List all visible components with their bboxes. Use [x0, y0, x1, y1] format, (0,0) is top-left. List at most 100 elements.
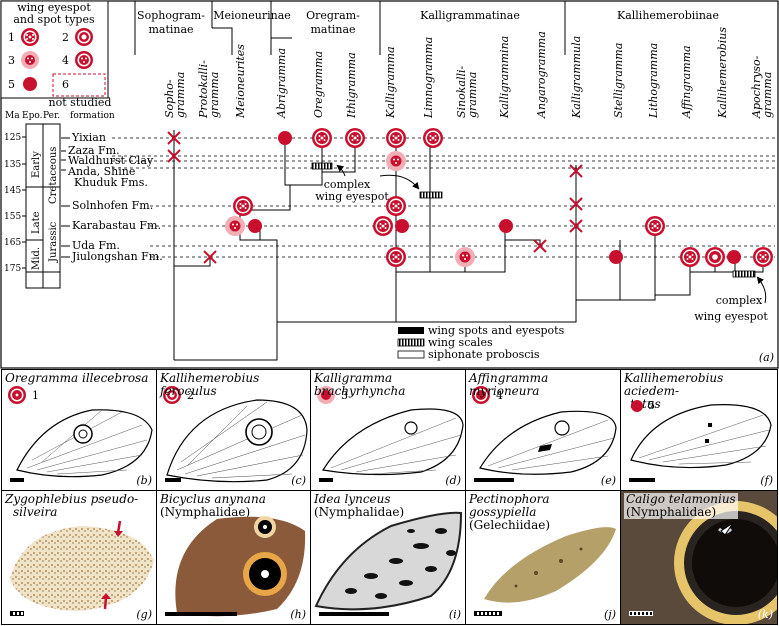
panel-e-type: 4	[496, 389, 503, 402]
scale-bar-e	[474, 478, 514, 482]
eyespot-type-4-icon	[75, 51, 93, 69]
eyespot-type-4-marker	[386, 247, 406, 267]
scale-bar-g	[10, 611, 24, 616]
eyespot-type-3-marker	[225, 216, 245, 236]
ma-ticks: 125 135 145 155 165 175	[4, 133, 21, 274]
wing-drawing-d	[322, 408, 464, 476]
panel-b-title: Oregramma illecebrosa	[5, 371, 149, 385]
formation-jiulongshan: Jiulongshan Fm.	[71, 250, 163, 263]
panel-k-title-family: (Nymphalidae)	[626, 505, 717, 519]
trait-legend: wing spots and eyespots wing scales siph…	[397, 324, 565, 361]
panel-f-type: 5	[648, 399, 655, 412]
genus-label: gramma	[466, 72, 479, 118]
panel-h-letter: (h)	[290, 608, 306, 621]
panel-g-letter: (g)	[136, 608, 152, 621]
time-axis-headers: Ma Epo. Per. formation	[5, 111, 115, 121]
scale-bar-d	[319, 478, 333, 482]
formation-pointers	[61, 137, 70, 258]
eyespot-type-1-marker	[753, 247, 773, 267]
period-jurassic: Jurassic	[48, 221, 59, 263]
formation-karabastau: Karabastau Fm.	[72, 219, 161, 232]
wing-photo-i	[314, 511, 463, 611]
eyespot-type-1-icon	[8, 386, 26, 404]
panel-f-title-line1: Kallihemerobius aciedem-	[624, 371, 724, 398]
header-ma: Ma	[5, 111, 20, 121]
trait-legend-scales-swatch	[397, 338, 425, 347]
panel-c: Kallihemerobius feroculus 2 (c)	[156, 369, 311, 491]
tick-175: 175	[4, 264, 21, 274]
epoch-early: Early	[31, 151, 42, 178]
panel-k: Caligo telamonius(Nymphalidae) (k)	[620, 490, 778, 625]
header-period: Per.	[43, 111, 60, 121]
panel-f-letter: (f)	[760, 474, 773, 487]
legend-title-line2: and spot types	[13, 13, 95, 26]
subfamily-sophogrammatinae-1: Sophogram-	[137, 9, 205, 22]
eyespot-type-2-icon	[75, 28, 93, 46]
panel-c-type: 2	[187, 389, 194, 402]
wing-scales-bar-2	[419, 191, 443, 199]
legend-title-line1: wing eyespot	[17, 1, 91, 14]
formation-khuduk: Khuduk Fms.	[74, 176, 148, 189]
complex-eyespot-1-line1: complex	[324, 178, 371, 191]
panel-j-title-family: (Gelechiidae)	[469, 518, 551, 532]
header-formation: formation	[70, 111, 115, 121]
panel-d-type: 3	[341, 389, 348, 402]
trait-bars	[311, 162, 756, 278]
legend-type-2-label: 2	[62, 31, 69, 44]
panel-c-letter: (c)	[291, 474, 306, 487]
panel-a-letter: (a)	[759, 351, 774, 364]
complex-eyespot-annotations: complex wing eyespot complex wing eyespo…	[315, 164, 768, 323]
tick-135: 135	[4, 160, 21, 170]
panel-b-letter: (b)	[136, 474, 152, 487]
panel-k-title-species: Caligo telamonius	[626, 492, 736, 506]
eyespot-type-1-marker	[373, 216, 393, 236]
tick-145: 145	[4, 186, 21, 196]
scale-bar-f	[629, 478, 655, 482]
trait-legend-scales: wing scales	[428, 336, 493, 349]
trait-legend-spots-swatch	[398, 327, 424, 334]
panel-h-title-family: (Nymphalidae)	[160, 505, 251, 519]
complex-eyespot-1-line2: wing eyespot	[315, 190, 389, 203]
strat-columns	[22, 123, 61, 289]
subfamily-sophogrammatinae-2: matinae	[148, 23, 193, 36]
eyespot-type-3-icon	[21, 51, 39, 69]
formation-waldhurst: Waldhurst Clay	[68, 154, 154, 167]
panel-h-title-species: Bicyclus anynana	[160, 492, 266, 506]
panel-i: Idea lynceus(Nymphalidae) (i)	[310, 490, 466, 625]
panel-h: Bicyclus anynana(Nymphalidae) (h)	[156, 490, 311, 625]
panel-g-title-line1: Zygophlebius pseudo-	[5, 492, 139, 506]
panel-d-letter: (d)	[445, 474, 461, 487]
complex-eyespot-2-line1: complex	[716, 294, 763, 307]
complex-eyespot-2-line2: wing eyespot	[694, 310, 768, 323]
genus-label: Kalligrammula	[570, 36, 583, 119]
eyespot-type-3-icon	[317, 386, 335, 404]
genus-label: Affingramma	[680, 45, 693, 119]
genus-label: Lithogramma	[647, 43, 660, 119]
eyespot-type-1-marker	[423, 128, 443, 148]
genus-label: Sinokalli-	[455, 65, 468, 118]
genus-label: gramma	[208, 72, 221, 118]
scale-bar-b	[10, 478, 24, 482]
subfamily-brackets	[134, 1, 566, 55]
eyespot-type-4-marker	[233, 196, 253, 216]
eyespot-type-1-marker	[386, 196, 406, 216]
tick-125: 125	[4, 133, 21, 143]
trait-legend-proboscis-swatch	[397, 350, 425, 359]
genus-label: Abrigramma	[275, 48, 288, 119]
subfamily-oregrammatinae-1: Oregram-	[306, 9, 360, 22]
scale-bar-i	[319, 612, 389, 616]
panel-f: Kallihemerobius aciedem-tatus 5 (f)	[620, 369, 778, 491]
formation-zaza: Zaza Fm.	[68, 144, 120, 157]
panel-a-frame	[0, 0, 779, 369]
eyespot-type-1-marker	[312, 128, 332, 148]
wing-drawing-b	[16, 409, 153, 478]
genus-label: Angarogramma	[535, 31, 548, 119]
panel-i-title-family: (Nymphalidae)	[314, 505, 405, 519]
eyespot-type-4-marker	[645, 216, 665, 236]
panel-j-title-species: Pectinophora gossypiella	[469, 492, 550, 519]
wing-drawing-c	[166, 399, 308, 483]
spot-type-5-icon	[23, 77, 37, 91]
formation-uda: Uda Fm.	[72, 239, 120, 252]
panel-e: Affingramma myrioneura 4 (e)	[465, 369, 621, 491]
